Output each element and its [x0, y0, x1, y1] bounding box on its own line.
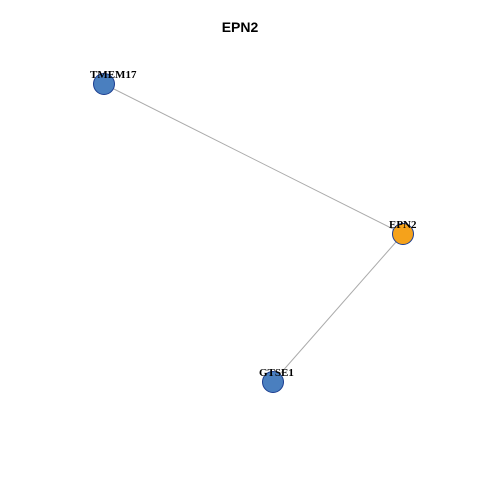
- node-gtse1[interactable]: [262, 371, 284, 393]
- node-epn2[interactable]: [392, 223, 414, 245]
- node-tmem17[interactable]: [93, 73, 115, 95]
- node-label-epn2: EPN2: [389, 219, 417, 231]
- edge-tmem17-epn2: [103, 83, 404, 235]
- nodes-layer: [93, 73, 414, 393]
- plot-title: EPN2: [221, 19, 259, 35]
- node-label-tmem17: TMEM17: [90, 69, 137, 81]
- edges-layer: [103, 83, 404, 383]
- edge-epn2-gtse1: [272, 233, 404, 383]
- node-label-gtse1: GTSE1: [259, 367, 294, 379]
